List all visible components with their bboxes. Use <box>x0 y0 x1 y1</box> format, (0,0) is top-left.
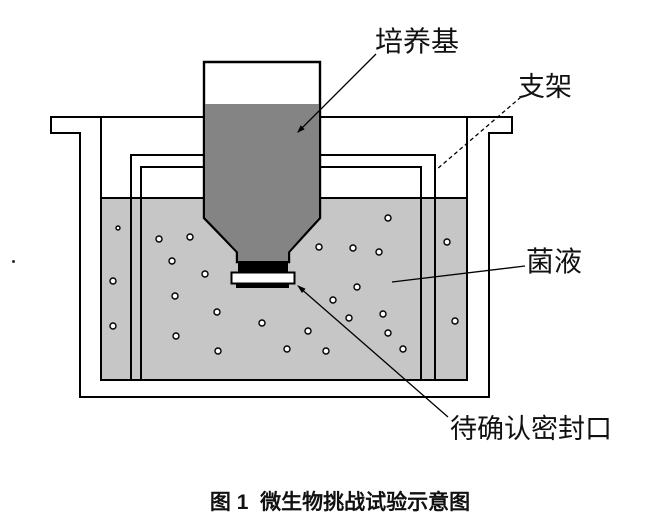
culture-medium-leader-line <box>297 53 377 133</box>
seal-arrowhead-icon <box>297 285 306 293</box>
seal-to-confirm-label: 待确认密封口 <box>450 414 612 444</box>
tank-outer-shell <box>50 116 513 398</box>
seal-bottom-strip <box>236 283 289 288</box>
bubble <box>171 292 179 300</box>
culture-medium-fill <box>205 104 319 261</box>
bottle-cap <box>238 261 288 273</box>
culture-medium-arrowhead-icon <box>297 125 305 133</box>
bacterial-liquid-label: 菌液 <box>526 246 583 277</box>
bubble <box>201 270 209 278</box>
bubble <box>451 317 459 325</box>
bubble <box>168 257 176 265</box>
bubble <box>443 238 451 246</box>
bubble <box>375 248 383 256</box>
bubble <box>155 235 163 243</box>
bubble <box>345 314 353 322</box>
figure-caption: 图 1 微生物挑战试验示意图 <box>209 491 471 514</box>
bubble <box>384 214 392 222</box>
bubbles-layer <box>109 214 459 355</box>
bubble <box>172 332 180 340</box>
bracket-leader-line <box>435 96 522 171</box>
bubble <box>315 243 323 251</box>
bubble <box>186 233 194 241</box>
bubble <box>329 296 337 304</box>
bubble <box>109 277 117 285</box>
culture-medium-label: 培养基 <box>375 26 460 57</box>
bubble <box>304 327 312 335</box>
seal-leader-line <box>298 286 449 418</box>
tank-inner-wall <box>100 117 468 381</box>
bubble <box>384 329 392 337</box>
bubble <box>213 308 221 316</box>
bubble <box>379 310 387 318</box>
seal-collar <box>230 271 296 285</box>
bubble <box>115 225 121 231</box>
bubble <box>214 347 222 355</box>
support-bracket-label: 支架 <box>518 72 572 102</box>
liquid-leader-line <box>391 265 526 283</box>
bubble <box>258 319 266 327</box>
stray-dot <box>12 260 15 263</box>
bubble <box>349 244 357 252</box>
bubble <box>353 283 361 291</box>
bubble <box>399 345 407 353</box>
bubble <box>109 322 117 330</box>
bubble <box>322 347 330 355</box>
bubble <box>283 345 291 353</box>
